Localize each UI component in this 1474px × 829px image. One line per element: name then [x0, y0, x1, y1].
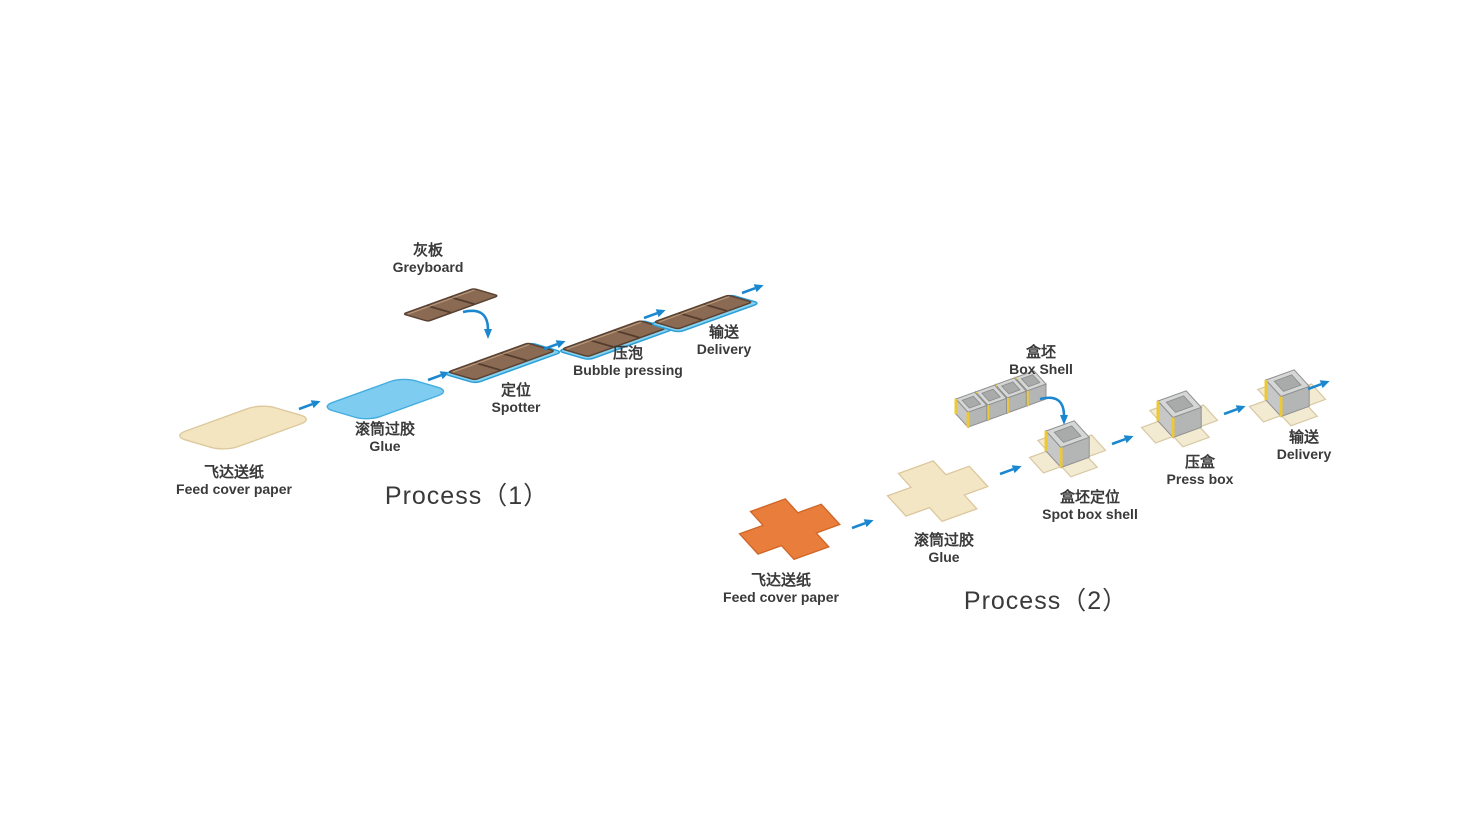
- process1-title: Process（1）: [384, 482, 550, 510]
- label-feed-p2-zh: 飞达送纸: [750, 572, 811, 589]
- label-spot-box-shell: 盒坯定位 Spot box shell: [1042, 489, 1138, 523]
- box-shell-strip: [954, 370, 1047, 429]
- label-box-shell: 盒坯 Box Shell: [1009, 344, 1073, 378]
- label-press-box-en: Press box: [1166, 471, 1234, 487]
- label-feed-p1: 飞达送纸 Feed cover paper: [176, 464, 292, 498]
- label-spotter-en: Spotter: [491, 399, 541, 415]
- label-bubble-pressing: 压泡 Bubble pressing: [573, 345, 683, 379]
- label-glue-p2: 滚筒过胶 Glue: [914, 532, 974, 566]
- label-glue-p1: 滚筒过胶 Glue: [355, 421, 415, 455]
- process2-title: Process（2）: [963, 587, 1129, 615]
- spotter-station: [444, 343, 562, 384]
- flow-arrow: [741, 284, 764, 295]
- label-delivery-p1: 输送 Delivery: [697, 324, 751, 358]
- label-bubble-pressing-en: Bubble pressing: [573, 362, 683, 378]
- label-spot-box-shell-zh: 盒坯定位: [1059, 489, 1120, 506]
- bubble-pressing-board: [562, 321, 666, 357]
- flow-arrow: [643, 309, 666, 320]
- label-greyboard: 灰板 Greyboard: [393, 242, 464, 276]
- delivery-station-p1: [650, 295, 760, 333]
- box-shell: [954, 391, 988, 429]
- label-delivery-p1-en: Delivery: [696, 341, 752, 357]
- label-glue-p1-en: Glue: [369, 438, 401, 454]
- box-shell-insert-arrow: [1039, 396, 1068, 425]
- label-feed-p1-zh: 飞达送纸: [203, 464, 264, 481]
- label-delivery-p2: 输送 Delivery: [1277, 429, 1331, 463]
- label-greyboard-en: Greyboard: [392, 259, 464, 275]
- delivery-station-p2: [1248, 369, 1327, 427]
- label-box-shell-en: Box Shell: [1009, 361, 1073, 377]
- flow-arrow: [1111, 435, 1134, 446]
- flow-arrow: [298, 400, 321, 411]
- label-press-box-zh: 压盒: [1184, 454, 1215, 471]
- label-greyboard-zh: 灰板: [412, 242, 443, 259]
- label-delivery-p1-zh: 输送: [708, 324, 740, 341]
- feed-cover-paper-blank: [738, 498, 841, 561]
- label-feed-p1-en: Feed cover paper: [176, 481, 292, 497]
- label-delivery-p2-en: Delivery: [1276, 446, 1332, 462]
- label-glue-p2-en: Glue: [928, 549, 960, 565]
- flow-arrow: [999, 465, 1022, 476]
- label-glue-p2-zh: 滚筒过胶: [913, 532, 975, 549]
- flow-arrow: [851, 519, 874, 530]
- delivery-board: [654, 295, 752, 329]
- label-spotter: 定位 Spotter: [492, 382, 541, 416]
- label-glue-p1-zh: 滚筒过胶: [354, 421, 416, 438]
- greyboard-piece: [403, 289, 498, 322]
- label-box-shell-zh: 盒坯: [1025, 344, 1057, 361]
- label-feed-p2-en: Feed cover paper: [723, 589, 839, 605]
- spot-box-shell-station: [1028, 420, 1107, 478]
- press-box-station: [1140, 390, 1219, 448]
- glue-blank: [886, 460, 989, 523]
- label-bubble-pressing-zh: 压泡: [612, 345, 643, 362]
- spotter-board: [448, 343, 555, 380]
- flow-arrow: [1223, 405, 1246, 416]
- label-spot-box-shell-en: Spot box shell: [1042, 506, 1138, 522]
- label-delivery-p2-zh: 输送: [1288, 429, 1320, 446]
- box-on-blank: [1044, 420, 1091, 469]
- label-feed-p2: 飞达送纸 Feed cover paper: [723, 572, 839, 606]
- label-spotter-zh: 定位: [500, 382, 531, 399]
- greyboard-insert-arrow: [462, 309, 492, 339]
- label-press-box: 压盒 Press box: [1167, 454, 1234, 488]
- flow-arrow: [427, 371, 450, 382]
- box-on-blank: [1156, 390, 1203, 439]
- flow-arrow: [1307, 380, 1330, 391]
- glue-sheet: [320, 377, 451, 421]
- box-on-blank: [1264, 369, 1311, 418]
- feed-cover-paper-sheet: [172, 404, 314, 452]
- flow-arrow: [543, 340, 566, 351]
